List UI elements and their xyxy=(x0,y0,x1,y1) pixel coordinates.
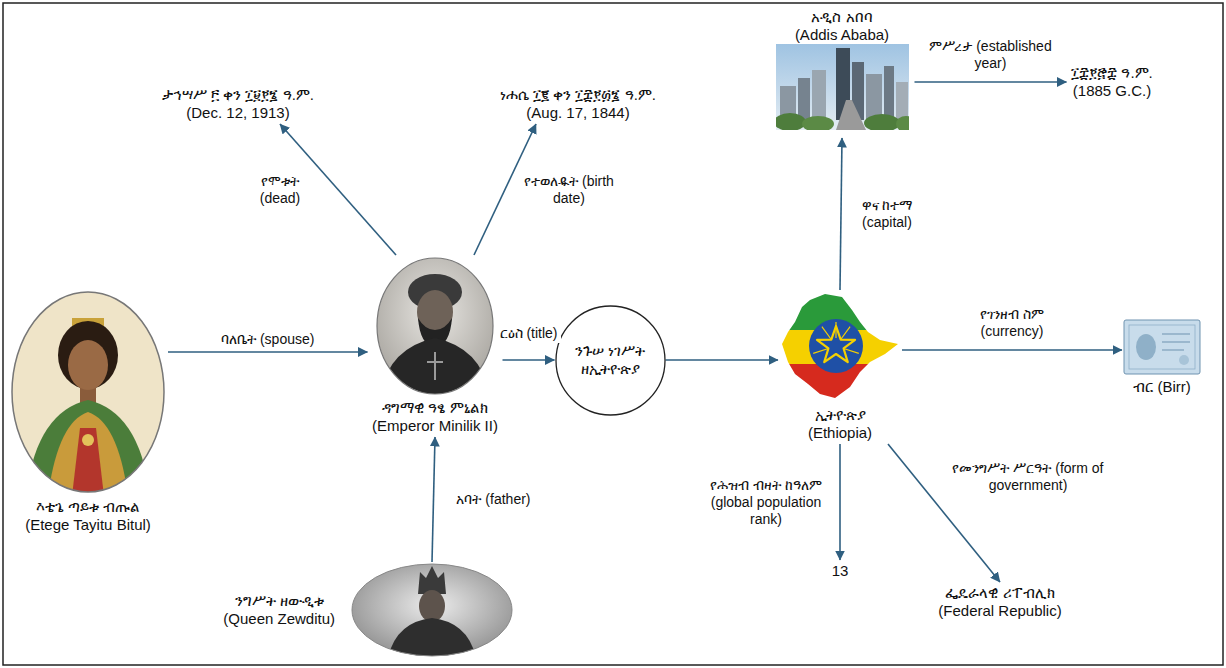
edge-label: ርዕስ (title) xyxy=(497,324,561,343)
ethiopia-map xyxy=(780,292,900,404)
node-text: ኢትዮጵያ xyxy=(782,406,898,424)
arrow-connector xyxy=(432,437,435,562)
value-node: ፌዴራላዊ ሪፐብሊክ(Federal Republic) xyxy=(934,582,1067,622)
edge-label: ዋና ከተማ (capital) xyxy=(842,196,932,232)
arrow-connector xyxy=(666,359,779,361)
node-text: (Dec. 12, 1913) xyxy=(161,104,315,122)
node-text: ታኅሣሥ ፫ ቀን ፲፱፻፮ ዓ.ም. xyxy=(161,86,315,104)
node-text: (Emperor Minilik II) xyxy=(372,417,499,435)
person-node: ዳግማዊ ዓፄ ምኒልክ(Emperor Minilik II) xyxy=(368,255,503,437)
node-text: (1885 G.C.) xyxy=(1071,82,1154,100)
node-text: (Queen Zewditu) xyxy=(223,610,335,628)
node-text: ንጉሠ ነገሥት ዘኢትዮጵያ xyxy=(564,342,656,378)
currency-node: ብር (Birr) xyxy=(1122,318,1202,398)
edge-label: የመንግሥት ሥርዓት (form of government) xyxy=(948,459,1108,495)
title-circle: ንጉሠ ነገሥት ዘኢትዮጵያ xyxy=(555,305,666,416)
outer-frame xyxy=(3,3,1223,665)
node-text: (Addis Ababa) xyxy=(774,26,911,44)
value-node: 13 xyxy=(827,560,853,582)
caption-group: ንግሥት ዘውዲቱ(Queen Zewditu) xyxy=(223,592,335,628)
date-node: ነሐሴ ፲፪ ቀን ፲፰፻፴፮ ዓ.ም.(Aug. 17, 1844) xyxy=(495,84,661,124)
node-text: ፌዴራላዊ ሪፐብሊክ xyxy=(938,584,1063,602)
circle-shape xyxy=(556,306,665,415)
taitu-portrait xyxy=(10,290,168,496)
person-node: እቴጌ ጣይቱ ብጡል(Etege Tayitu Bitul) xyxy=(8,290,168,536)
arrow-connector xyxy=(168,351,368,353)
node-text: ፲፰፻፸፰ ዓ.ም. xyxy=(1071,64,1154,82)
city-node: አዲስ አበባ(Addis Ababa) xyxy=(770,6,915,138)
arrow-connector xyxy=(915,81,1067,83)
edge-label: አባት (father) xyxy=(453,490,533,509)
node-text: (Ethiopia) xyxy=(782,424,898,442)
edge-label: ባለቤት (spouse) xyxy=(218,330,317,349)
node-text: እቴጌ ጣይቱ ብጡል xyxy=(12,498,164,516)
edge-label: የሞቱት (dead) xyxy=(240,172,320,208)
country-node: ኢትዮጵያ(Ethiopia) xyxy=(778,290,902,444)
node-text: ብር (Birr) xyxy=(1126,378,1198,396)
menelik-portrait xyxy=(375,256,495,396)
person-node: ንግሥት ዘውዲቱ(Queen Zewditu) xyxy=(219,562,515,658)
edge-label: ምሥረታ (established year) xyxy=(921,37,1061,73)
arrow-connector xyxy=(503,359,555,361)
node-text: ነሐሴ ፲፪ ቀን ፲፰፻፴፮ ዓ.ም. xyxy=(499,86,657,104)
addis-ababa-photo xyxy=(774,44,916,132)
arrow-connector xyxy=(902,349,1122,351)
node-text: ንግሥት ዘውዲቱ xyxy=(223,592,335,610)
node-text: አዲስ አበባ xyxy=(774,8,911,26)
node-text: (Etege Tayitu Bitul) xyxy=(12,516,164,534)
date-node: ፲፰፻፸፰ ዓ.ም.(1885 G.C.) xyxy=(1067,62,1158,102)
edge-label: የተወለዱት (birth date) xyxy=(514,172,624,208)
birr-banknote xyxy=(1124,320,1200,374)
zewditu-portrait xyxy=(350,562,516,658)
edge-label: የሕዝብ ብዛት ከዓለም (global population rank) xyxy=(704,476,828,529)
node-text: 13 xyxy=(831,562,849,580)
node-text: (Federal Republic) xyxy=(938,602,1063,620)
edge-label: የገንዘብ ስም (currency) xyxy=(957,305,1067,341)
arrow-connector xyxy=(839,444,841,560)
node-text: (Aug. 17, 1844) xyxy=(499,104,657,122)
node-text: ዳግማዊ ዓፄ ምኒልክ xyxy=(372,399,499,417)
date-node: ታኅሣሥ ፫ ቀን ፲፱፻፮ ዓ.ም.(Dec. 12, 1913) xyxy=(157,84,319,124)
